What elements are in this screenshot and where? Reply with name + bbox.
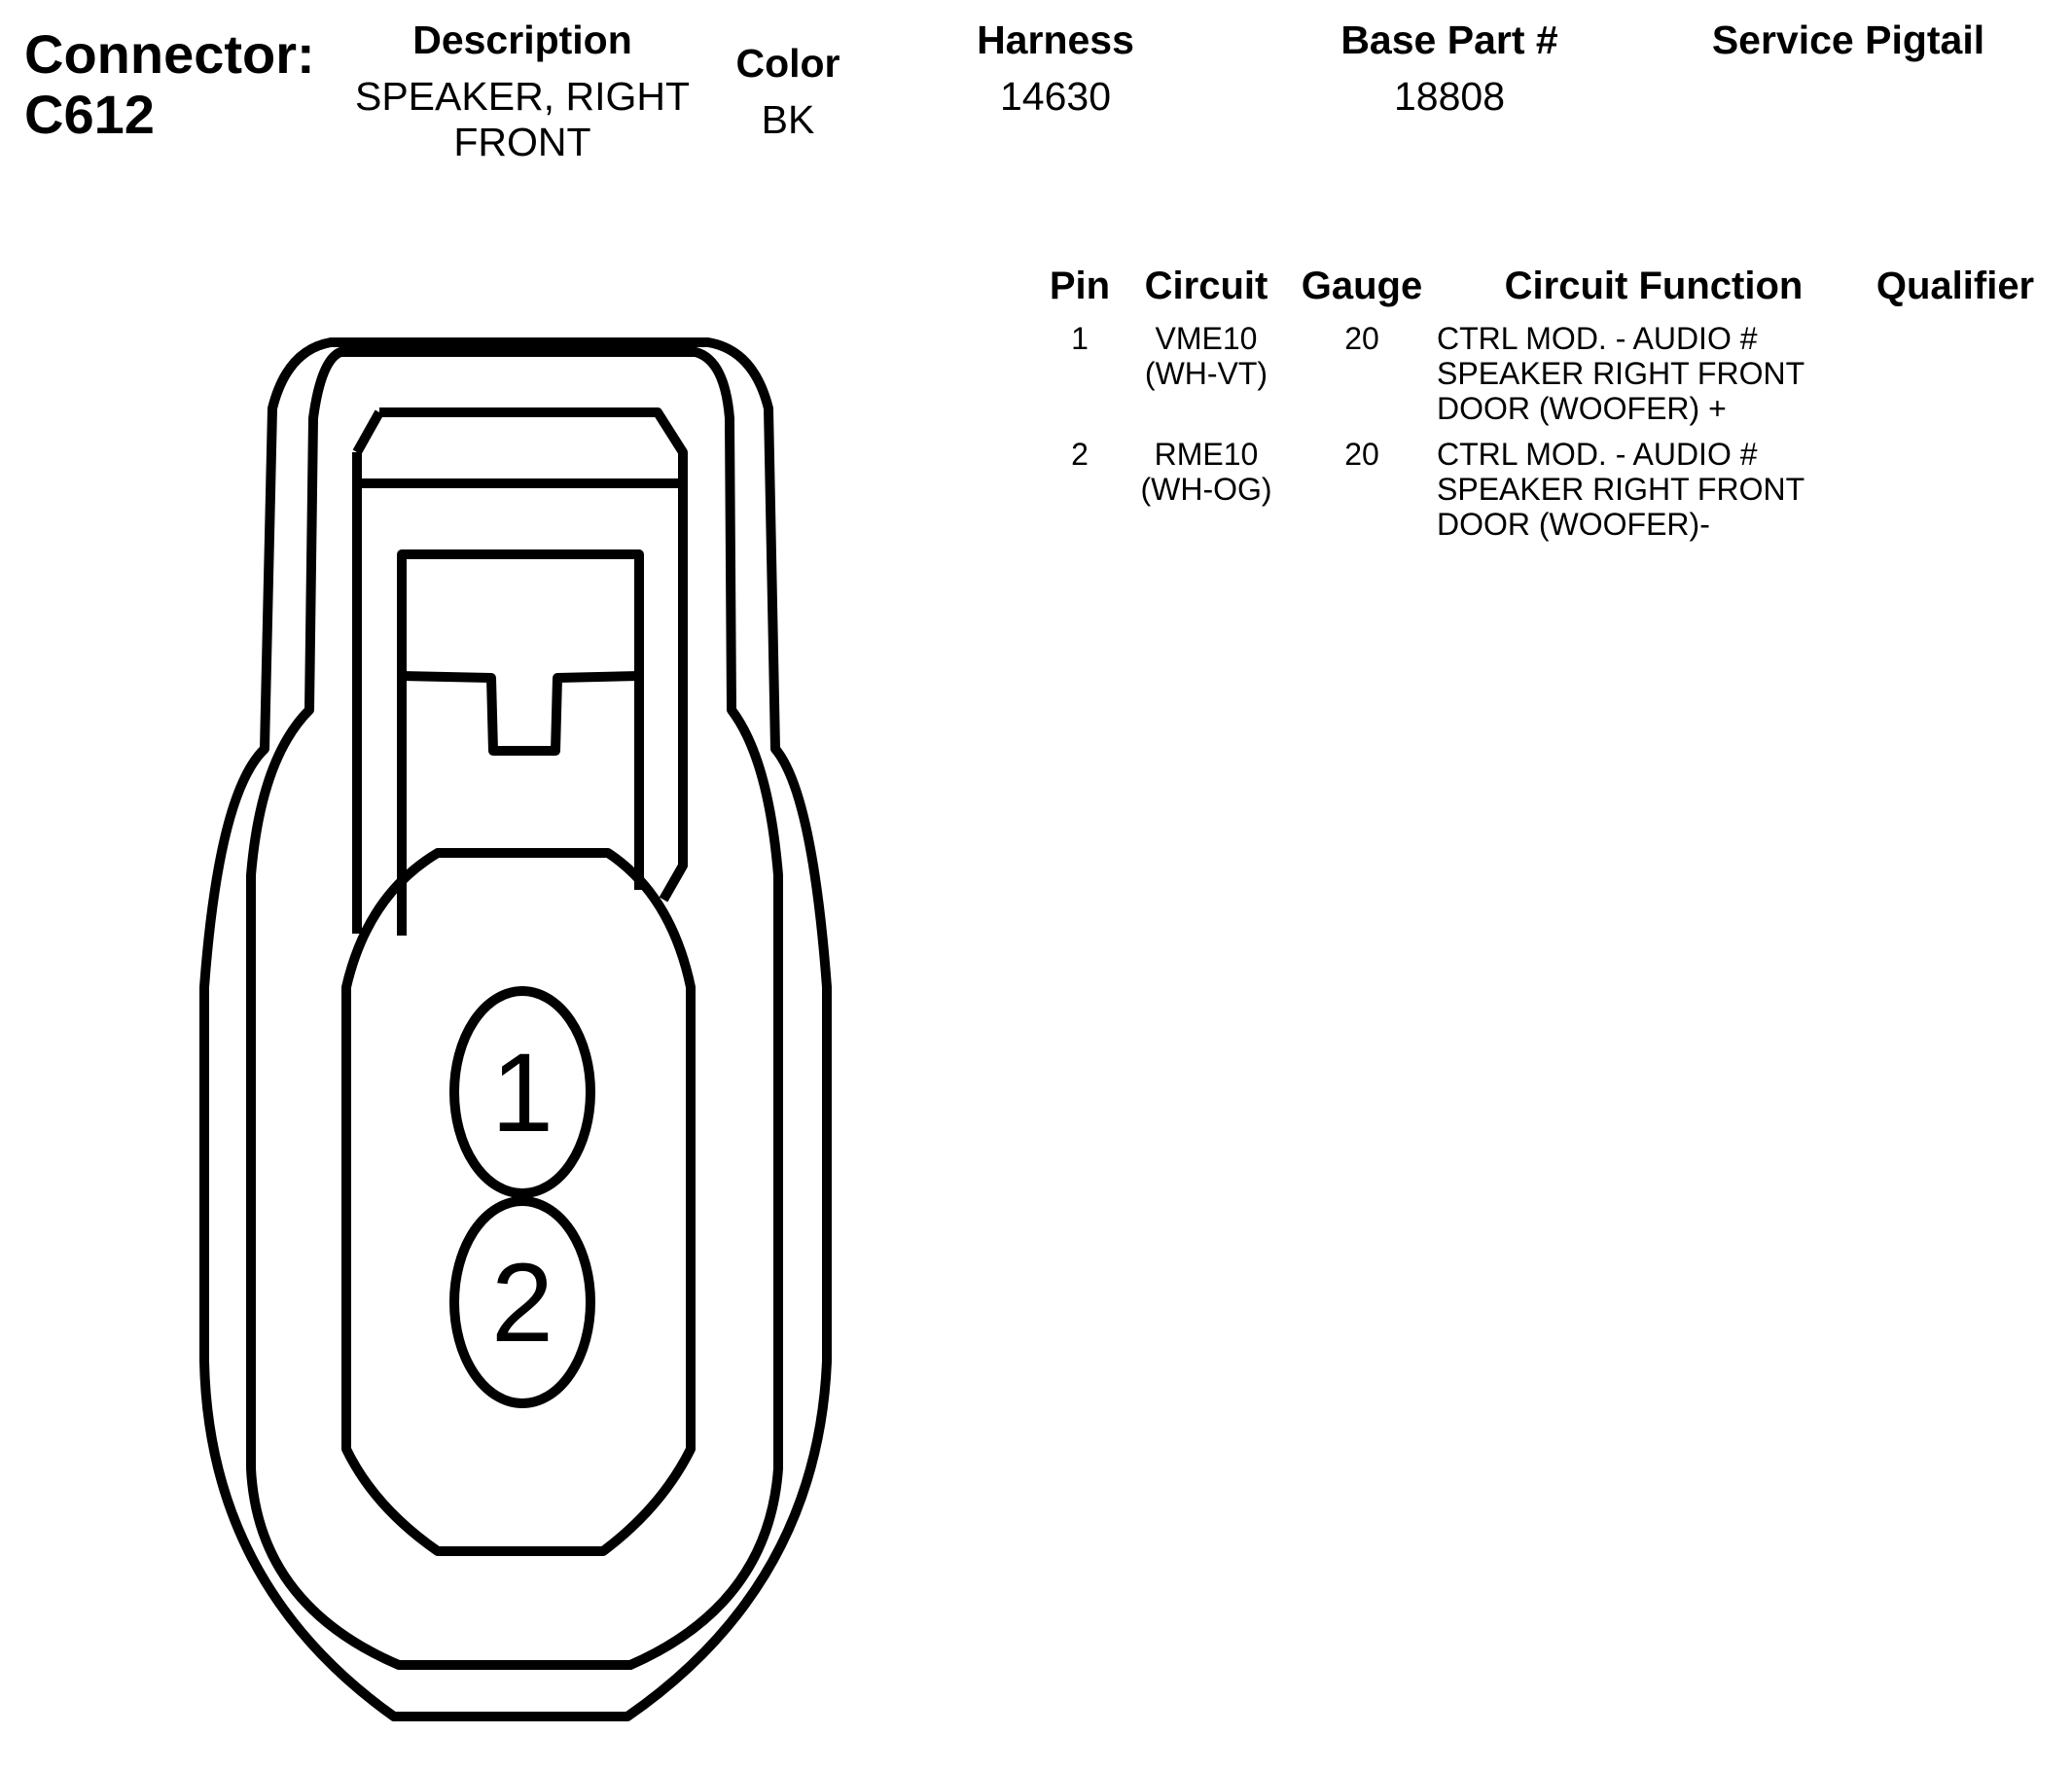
gauge-cell: 20	[1344, 437, 1379, 472]
color-label: Color	[735, 41, 840, 86]
wire-color: (WH-OG)	[1140, 472, 1272, 507]
circuit-function-cell: CTRL MOD. - AUDIO # SPEAKER RIGHT FRONT …	[1437, 437, 1804, 542]
circuit-cell: VME10 (WH-VT)	[1133, 321, 1279, 391]
circuit-header: Circuit	[1144, 265, 1268, 307]
connector-id: C612	[24, 84, 155, 145]
latch-notch	[401, 671, 640, 756]
pin-number: 2	[1071, 437, 1089, 472]
pin-header: Pin	[1049, 265, 1111, 307]
pin-1-cavity	[449, 986, 595, 1198]
gauge-header: Gauge	[1301, 265, 1423, 307]
pin-cavity-insert	[341, 848, 696, 1556]
circuit-function-cell: CTRL MOD. - AUDIO # SPEAKER RIGHT FRONT …	[1437, 321, 1804, 426]
harness-label: Harness	[977, 18, 1134, 62]
latch-frame-side	[352, 409, 384, 934]
pin-1-label: 1	[491, 1031, 554, 1155]
color-value: BK	[761, 97, 815, 142]
circuit-cell: RME10 (WH-OG)	[1133, 437, 1279, 507]
circuit-id: RME10	[1154, 437, 1259, 472]
gauge-cell: 20	[1344, 321, 1379, 356]
pin-2-label: 2	[491, 1241, 554, 1365]
pin-number: 1	[1071, 321, 1089, 356]
qualifier-header: Qualifier	[1876, 265, 2035, 307]
pin-2-cavity	[449, 1196, 595, 1408]
table-row: 1 VME10 (WH-VT) 20 CTRL MOD. - AUDIO # S…	[1036, 321, 2057, 428]
circuit-function-header: Circuit Function	[1504, 265, 1804, 307]
base-part-label: Base Part #	[1340, 18, 1558, 62]
harness-value: 14630	[999, 74, 1111, 119]
wire-color: (WH-VT)	[1144, 356, 1268, 391]
connector-outer-housing	[199, 337, 832, 1721]
connector-label: Connector:	[24, 23, 315, 85]
latch-lock-tab	[397, 549, 644, 936]
connector-title: Connector: C612	[24, 24, 315, 145]
latch-frame	[379, 407, 688, 903]
base-part-value: 18808	[1393, 74, 1505, 119]
circuit-id: VME10	[1155, 321, 1258, 356]
table-row: 2 RME10 (WH-OG) 20 CTRL MOD. - AUDIO # S…	[1036, 437, 2057, 544]
connector-inner-housing	[246, 347, 783, 1670]
description-value: SPEAKER, RIGHT FRONT	[354, 74, 690, 164]
service-pigtail-label: Service Pigtail	[1711, 18, 1985, 62]
connector-face-diagram: 1 2	[199, 337, 832, 1721]
description-label: Description	[412, 18, 632, 62]
